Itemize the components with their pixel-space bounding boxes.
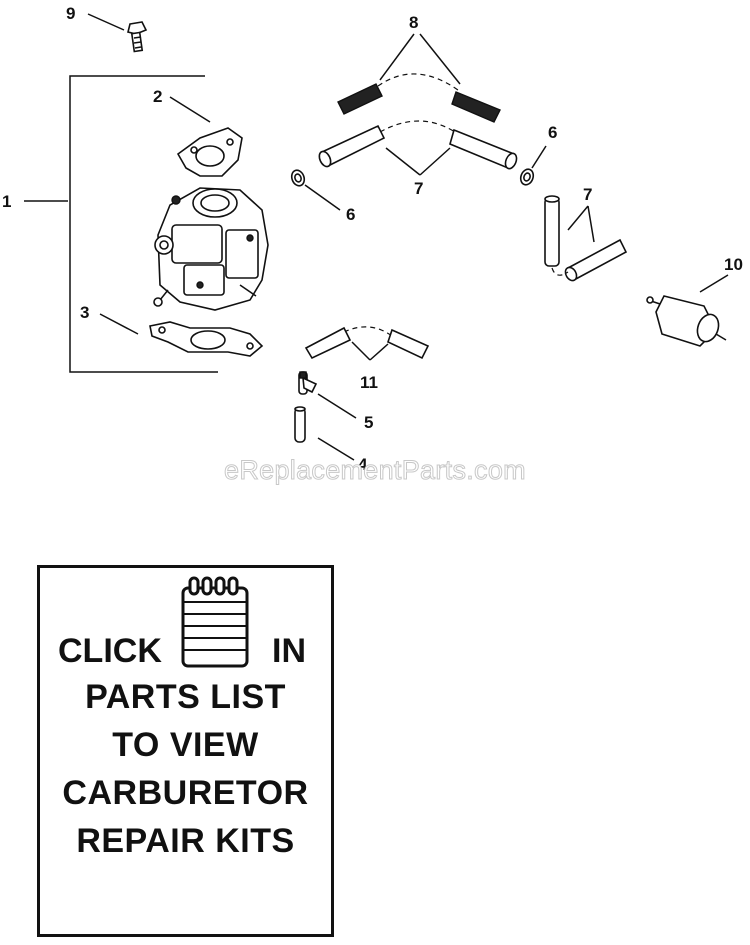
tube-7-vertical[interactable] <box>544 195 560 267</box>
screw-part[interactable] <box>127 21 148 53</box>
hose-8-right[interactable] <box>451 91 501 123</box>
leader-10 <box>699 274 729 293</box>
leader-5 <box>317 393 357 419</box>
kit-line-carburetor: CARBURETOR <box>62 774 309 812</box>
callout-10[interactable]: 10 <box>724 255 743 274</box>
leader-3 <box>99 313 139 335</box>
clamp-6-right[interactable] <box>519 167 536 186</box>
leader-7b <box>419 147 451 176</box>
bracket-1 <box>69 75 218 373</box>
callout-9[interactable]: 9 <box>66 4 75 23</box>
leader-11a <box>351 341 371 361</box>
kit-line-to-view: TO VIEW <box>112 726 259 764</box>
fuel-filter-part[interactable] <box>646 295 727 347</box>
valve-part[interactable] <box>298 371 318 395</box>
repair-kit-notice: CLICK IN PARTS LIST TO VIEW CARBURETOR R… <box>37 565 334 937</box>
hose-8-left[interactable] <box>337 83 383 115</box>
callout-7b[interactable]: 7 <box>583 185 592 204</box>
leader-7a <box>385 147 421 176</box>
tube-7-left[interactable] <box>317 124 386 168</box>
gasket-bottom-part[interactable] <box>149 321 264 357</box>
tube-7-right[interactable] <box>449 128 519 170</box>
leader-9 <box>87 13 125 31</box>
callout-2[interactable]: 2 <box>153 87 162 106</box>
leader-7c <box>567 205 589 231</box>
dash-8 <box>377 73 459 91</box>
callout-5[interactable]: 5 <box>364 413 373 432</box>
watermark: eReplacementParts.com <box>224 455 527 486</box>
callout-8[interactable]: 8 <box>409 13 418 32</box>
kit-line-repair-kits: REPAIR KITS <box>76 822 295 860</box>
leader-7d <box>587 205 595 243</box>
carburetor-part[interactable] <box>153 187 269 311</box>
tube-11-right[interactable] <box>387 328 430 360</box>
leader-6a <box>531 145 547 169</box>
callout-11[interactable]: 11 <box>360 373 378 392</box>
dash-11 <box>343 326 393 337</box>
dash-7 <box>379 120 456 133</box>
leader-11b <box>369 343 389 361</box>
leader-8a <box>379 33 415 81</box>
leader-2 <box>169 96 211 123</box>
callout-4[interactable]: 4 <box>358 455 368 474</box>
leader-8b <box>419 33 461 85</box>
callout-3[interactable]: 3 <box>80 303 89 322</box>
kit-in-text: IN <box>272 632 306 670</box>
callout-1[interactable]: 1 <box>2 192 11 211</box>
kit-line-parts-list: PARTS LIST <box>85 678 286 716</box>
notepad-icon[interactable] <box>178 576 252 670</box>
leader-6b <box>304 184 341 211</box>
kit-click-text: CLICK <box>58 632 162 670</box>
tube-7-diagonal[interactable] <box>563 238 628 283</box>
leader-4 <box>317 437 355 461</box>
callout-7a[interactable]: 7 <box>414 179 423 198</box>
gasket-top-part[interactable] <box>176 127 243 177</box>
clamp-6-left[interactable] <box>290 168 307 187</box>
tube-11-left[interactable] <box>304 326 352 360</box>
pin-part[interactable] <box>294 406 306 443</box>
callout-6a[interactable]: 6 <box>548 123 557 142</box>
dash-7b <box>551 267 569 276</box>
callout-6b[interactable]: 6 <box>346 205 355 224</box>
